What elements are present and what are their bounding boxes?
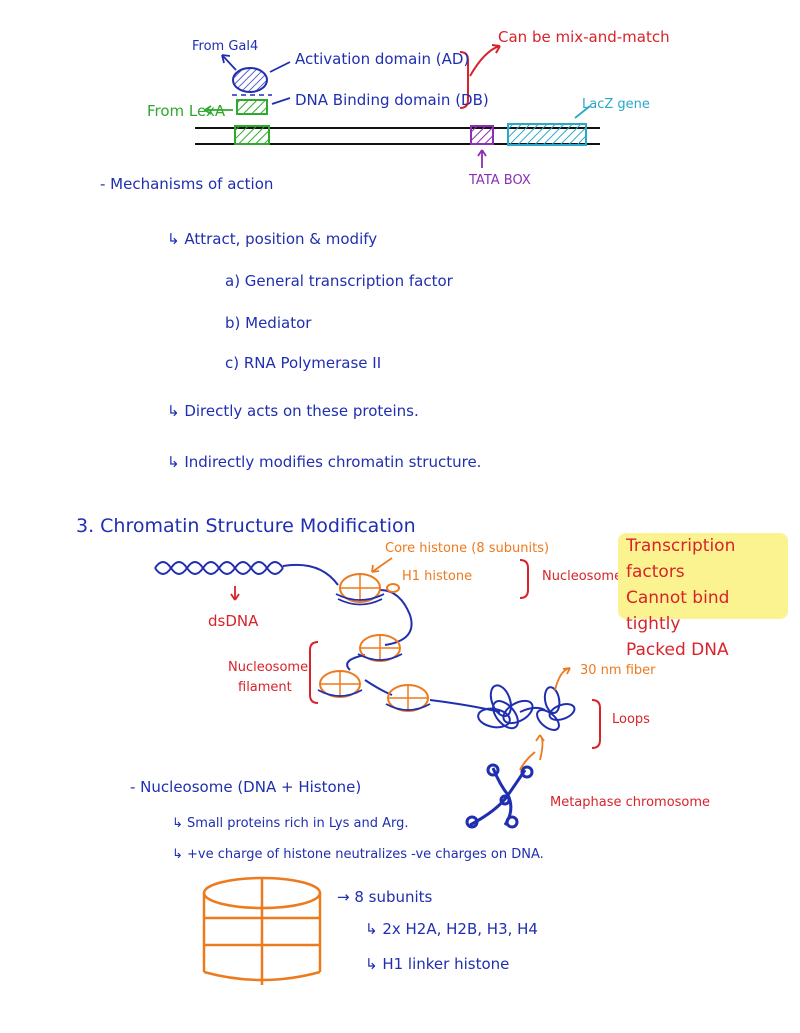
nucleosome-heading: - Nucleosome (DNA + Histone)	[130, 778, 362, 796]
dna-binding-domain-label: DNA Binding domain (DB)	[295, 91, 489, 109]
core-histone-label: Core histone (8 subunits)	[385, 541, 550, 556]
activation-domain-label: Activation domain (AD)	[295, 50, 470, 68]
nucleosome-filament-label-2: filament	[238, 680, 292, 695]
lacz-gene-label: LacZ gene	[582, 97, 650, 112]
h1-histone-label: H1 histone	[402, 569, 473, 584]
mechanism-item-a: a) General transcription factor	[225, 272, 453, 290]
nucleosome-line-2: ↳ +ve charge of histone neutralizes -ve …	[172, 847, 544, 862]
mix-and-match-label: Can be mix-and-match	[498, 28, 670, 46]
mechanisms-heading: - Mechanisms of action	[100, 175, 274, 193]
from-lexa-label: From LexA	[147, 102, 226, 120]
fiber-label: 30 nm fiber	[580, 663, 656, 678]
chromatin-heading: 3. Chromatin Structure Modification	[76, 515, 416, 537]
subunits-line: → 8 subunits	[337, 888, 433, 906]
ad-domain-blob	[232, 67, 268, 93]
attract-line: ↳ Attract, position & modify	[167, 230, 378, 248]
lexa-binding-site	[234, 125, 270, 145]
db-domain-block	[236, 99, 268, 115]
nucleosome-label: Nucleosome	[542, 569, 623, 584]
dna-thread	[282, 563, 501, 713]
from-gal4-label: From Gal4	[192, 39, 259, 54]
histone-octamer-drawing	[202, 876, 322, 985]
directly-line: ↳ Directly acts on these proteins.	[167, 402, 419, 420]
nucleosome-3	[317, 670, 363, 698]
fiber-loops	[477, 684, 576, 731]
nucleosome-1	[335, 573, 385, 606]
dsdna-label: dsDNA	[208, 612, 259, 630]
mechanism-item-b: b) Mediator	[225, 314, 312, 332]
mechanism-item-c: c) RNA Polymerase II	[225, 354, 382, 372]
note-line-3: Packed DNA	[626, 640, 729, 660]
subunits-detail-line: ↳ 2x H2A, H2B, H3, H4	[365, 920, 538, 938]
metaphase-label: Metaphase chromosome	[550, 795, 711, 810]
indirectly-line: ↳ Indirectly modifies chromatin structur…	[167, 453, 482, 471]
nucleosome-line-1: ↳ Small proteins rich in Lys and Arg.	[172, 816, 409, 831]
nucleosome-filament-label-1: Nucleosome	[228, 660, 309, 675]
metaphase-chromosome	[465, 763, 534, 829]
h1-histone-blob	[386, 583, 400, 593]
dsdna-helix	[154, 561, 284, 575]
tata-box-label: TATA BOX	[469, 173, 531, 188]
loops-label: Loops	[612, 712, 650, 727]
highlight-note: Transcription factors Cannot bind tightl…	[618, 533, 788, 660]
linker-line: ↳ H1 linker histone	[365, 955, 510, 973]
nucleosome-4	[385, 684, 431, 712]
nucleosome-2	[357, 634, 403, 662]
note-line-2: Cannot bind tightly	[626, 588, 730, 634]
tata-box-block	[470, 125, 494, 145]
lacz-gene-block	[507, 123, 587, 146]
note-line-1: Transcription factors	[626, 536, 736, 582]
